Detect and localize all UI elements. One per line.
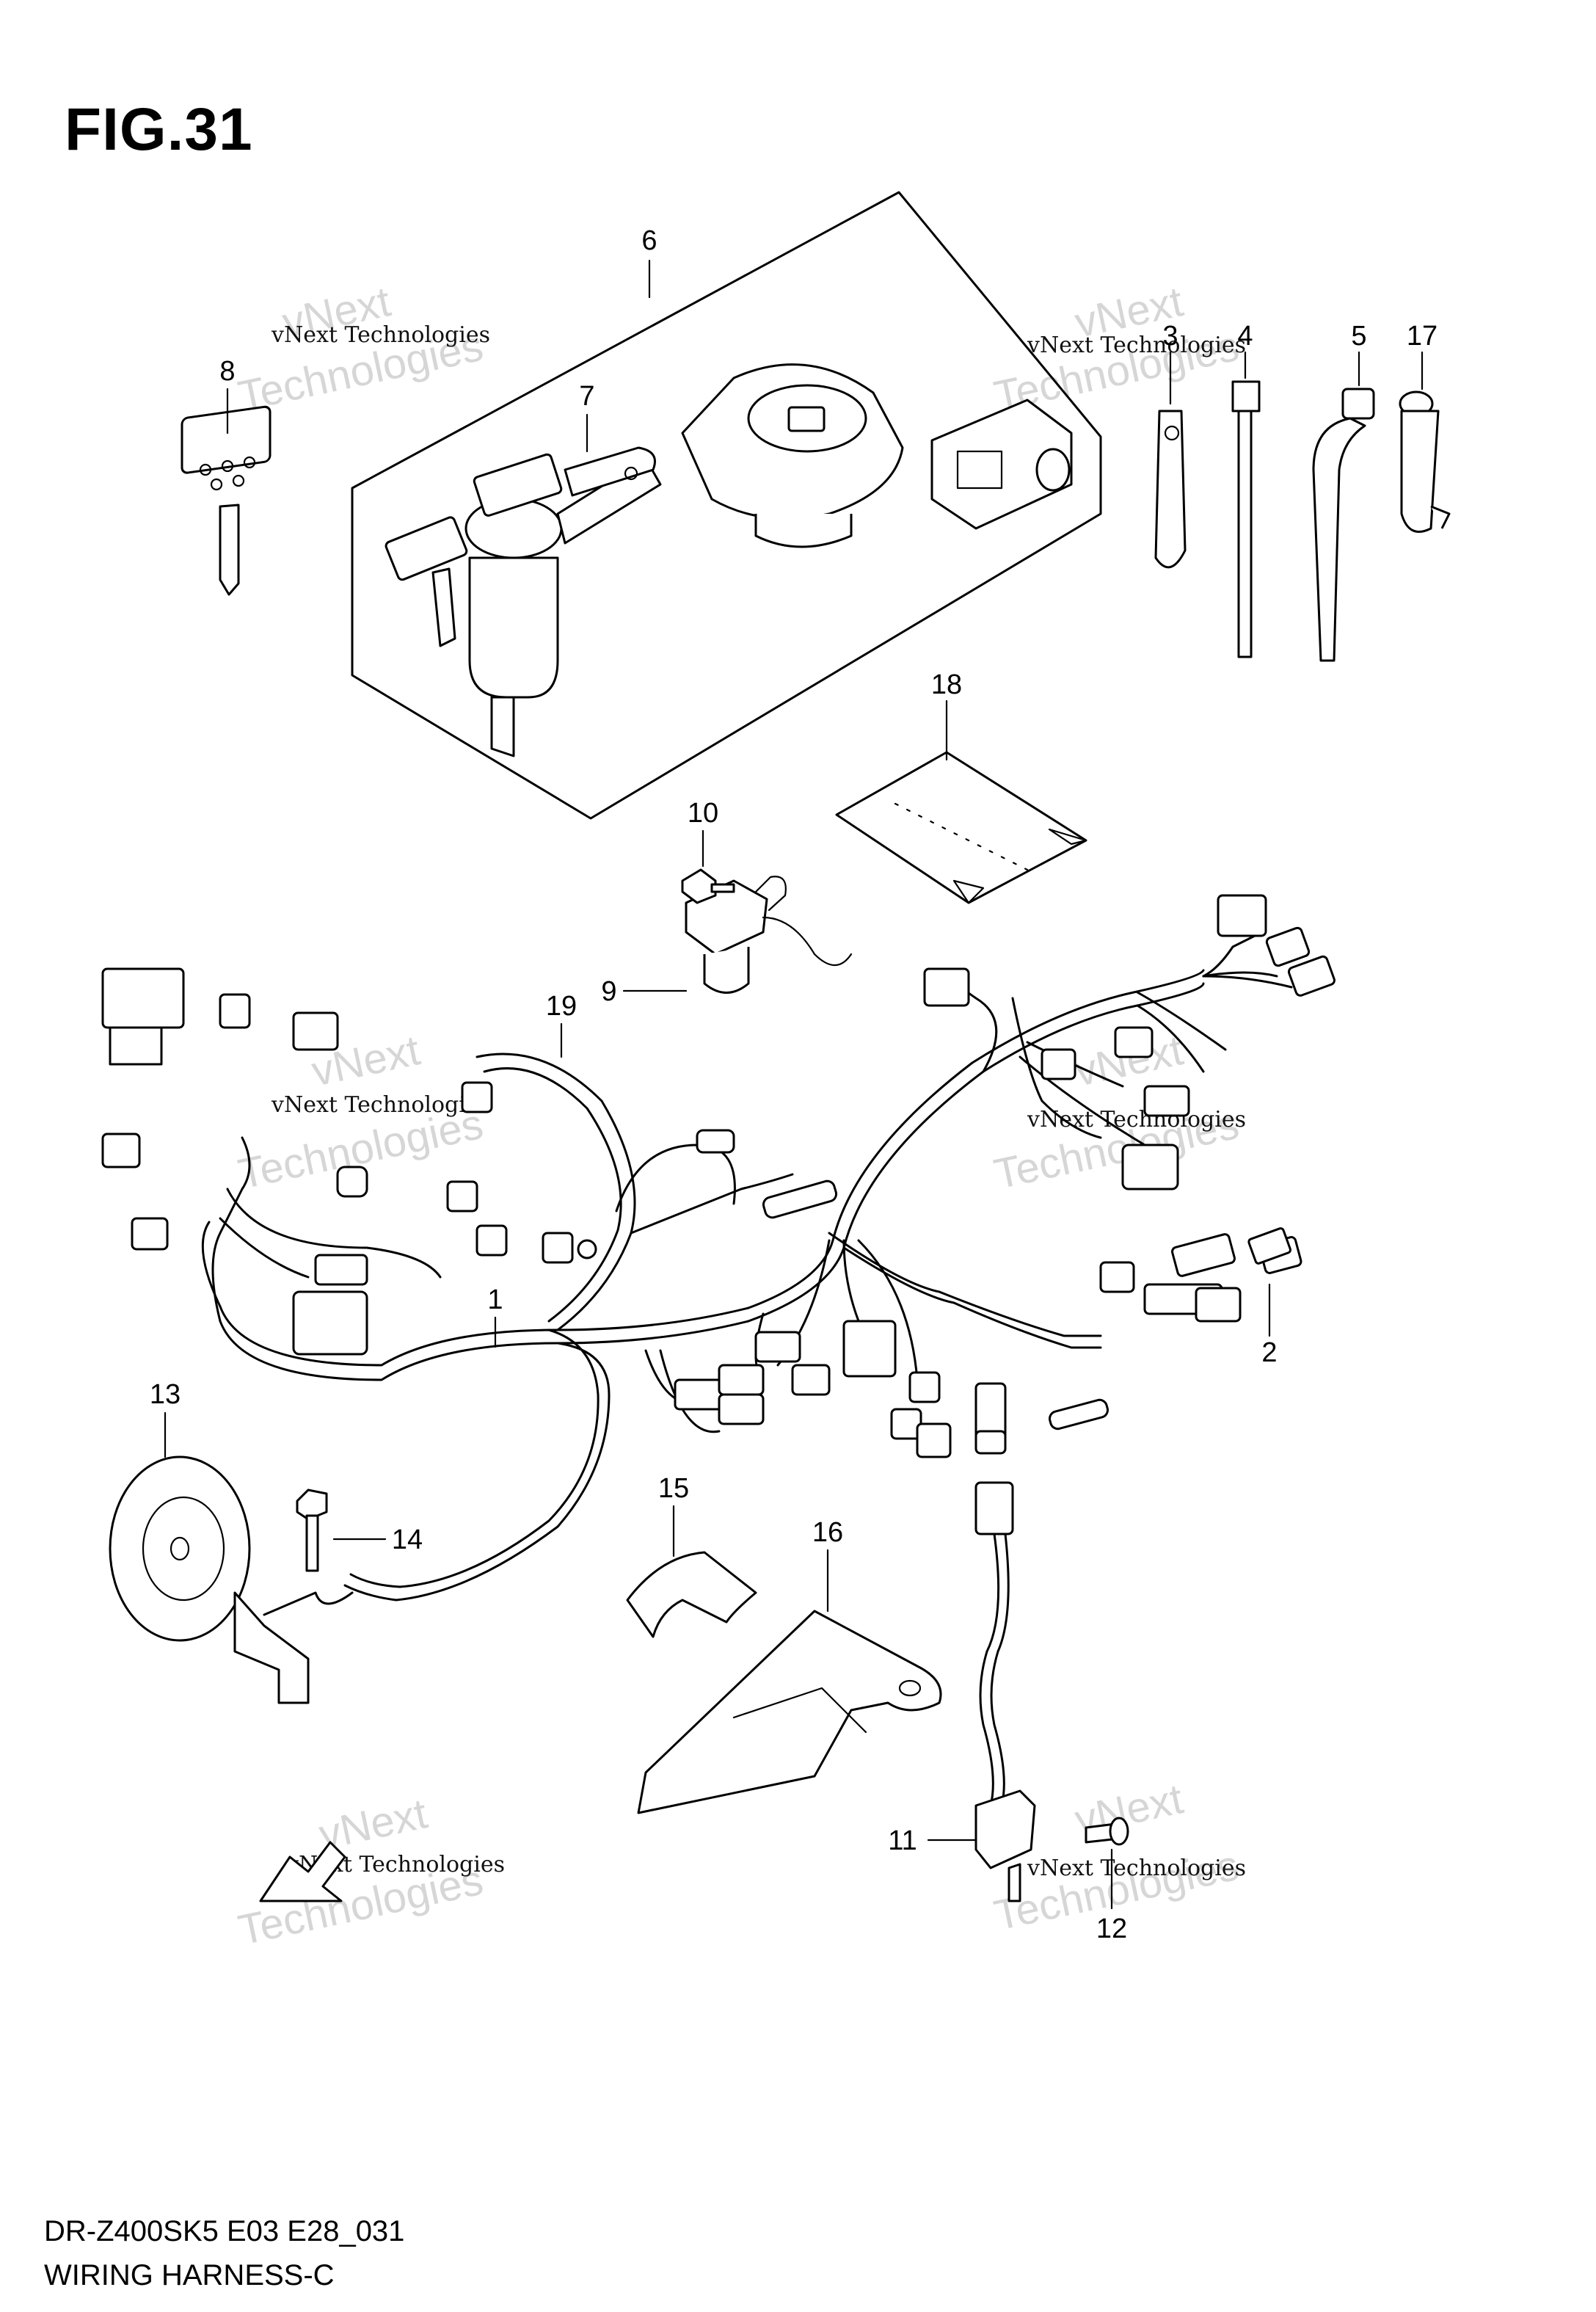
callout-19: 19: [546, 991, 577, 1058]
svg-text:vNext Technologies: vNext Technologies: [1027, 1855, 1246, 1881]
horn-part-13: [109, 1455, 354, 1704]
switch-part-11: [974, 1533, 1036, 1902]
svg-text:4: 4: [1237, 321, 1253, 352]
svg-text:15: 15: [658, 1473, 689, 1504]
svg-text:1: 1: [487, 1284, 503, 1315]
clamp-part-17: [1399, 390, 1451, 533]
bolt-part-10: [681, 868, 735, 904]
svg-text:5: 5: [1351, 321, 1366, 352]
watermark-bottomleft: Technologies vNext vNext Technologies: [234, 1789, 505, 1954]
svg-text:9: 9: [601, 976, 616, 1007]
forward-arrow-icon: [259, 1841, 346, 1902]
svg-text:18: 18: [931, 669, 962, 700]
svg-text:10: 10: [688, 798, 718, 829]
callout-10: 10: [688, 798, 718, 868]
key-blank-part: [181, 405, 272, 596]
callout-16: 16: [812, 1517, 843, 1613]
callout-2: 2: [1261, 1283, 1278, 1368]
callout-18: 18: [931, 669, 962, 761]
svg-text:14: 14: [392, 1524, 423, 1555]
bolt-part-14: [296, 1488, 328, 1572]
svg-text:8: 8: [219, 356, 235, 387]
svg-text:vNext Technologies: vNext Technologies: [1027, 332, 1246, 358]
main-wiring-harness: [201, 931, 1293, 1602]
svg-text:16: 16: [812, 1517, 843, 1548]
cable-tie-part-4: [1231, 380, 1261, 658]
watermark-topleft: Technologies vNext vNext Technologies: [234, 277, 490, 420]
cover-part-15: [626, 1551, 757, 1638]
screw-part-12: [1085, 1817, 1129, 1846]
fuel-cap-part: [681, 363, 904, 548]
callout-5: 5: [1351, 321, 1367, 387]
seat-lock-part: [930, 399, 1073, 530]
ignition-switch-part: [385, 446, 662, 757]
svg-text:6: 6: [641, 225, 657, 256]
footer-figure-name: WIRING HARNESS-C: [44, 2259, 335, 2291]
callout-7: 7: [579, 381, 595, 453]
callout-12: 12: [1096, 1848, 1127, 1944]
svg-text:2: 2: [1261, 1337, 1277, 1368]
callout-8: 8: [219, 356, 236, 435]
lock-set-kit-box: [351, 191, 1102, 820]
callout-13: 13: [150, 1379, 181, 1458]
callout-9: 9: [601, 976, 688, 1007]
footer-model-code: DR-Z400SK5 E03 E28_031: [44, 2215, 405, 2247]
callout-3: 3: [1162, 321, 1178, 405]
callout-11: 11: [888, 1825, 977, 1856]
callout-15: 15: [658, 1473, 689, 1557]
figure-title: FIG.31: [65, 96, 253, 163]
svg-text:17: 17: [1407, 321, 1438, 352]
svg-text:vNext Technologies: vNext Technologies: [1027, 1107, 1246, 1133]
svg-text:12: 12: [1096, 1913, 1127, 1944]
bracket-part-16: [637, 1610, 942, 1814]
band-part-5: [1312, 388, 1375, 662]
callout-6: 6: [641, 225, 657, 299]
svg-text:19: 19: [546, 991, 577, 1022]
fuse-part-2: [1247, 1227, 1292, 1265]
svg-text:13: 13: [150, 1379, 181, 1410]
svg-text:vNext Technologies: vNext Technologies: [271, 1092, 490, 1118]
callout-4: 4: [1237, 321, 1253, 379]
callout-1: 1: [487, 1284, 503, 1348]
tool-sheet-part-18: [835, 751, 1087, 904]
svg-text:vNext Technologies: vNext Technologies: [271, 322, 490, 348]
harness-connectors: [101, 894, 1336, 1535]
clamp-part-3: [1154, 410, 1187, 569]
callout-14: 14: [332, 1524, 423, 1555]
svg-text:7: 7: [579, 381, 594, 412]
svg-text:11: 11: [888, 1825, 917, 1856]
callout-labels: 6 7 8 3 4 5 17 18: [150, 225, 1438, 1944]
callout-17: 17: [1407, 321, 1438, 390]
svg-text:3: 3: [1162, 321, 1178, 352]
